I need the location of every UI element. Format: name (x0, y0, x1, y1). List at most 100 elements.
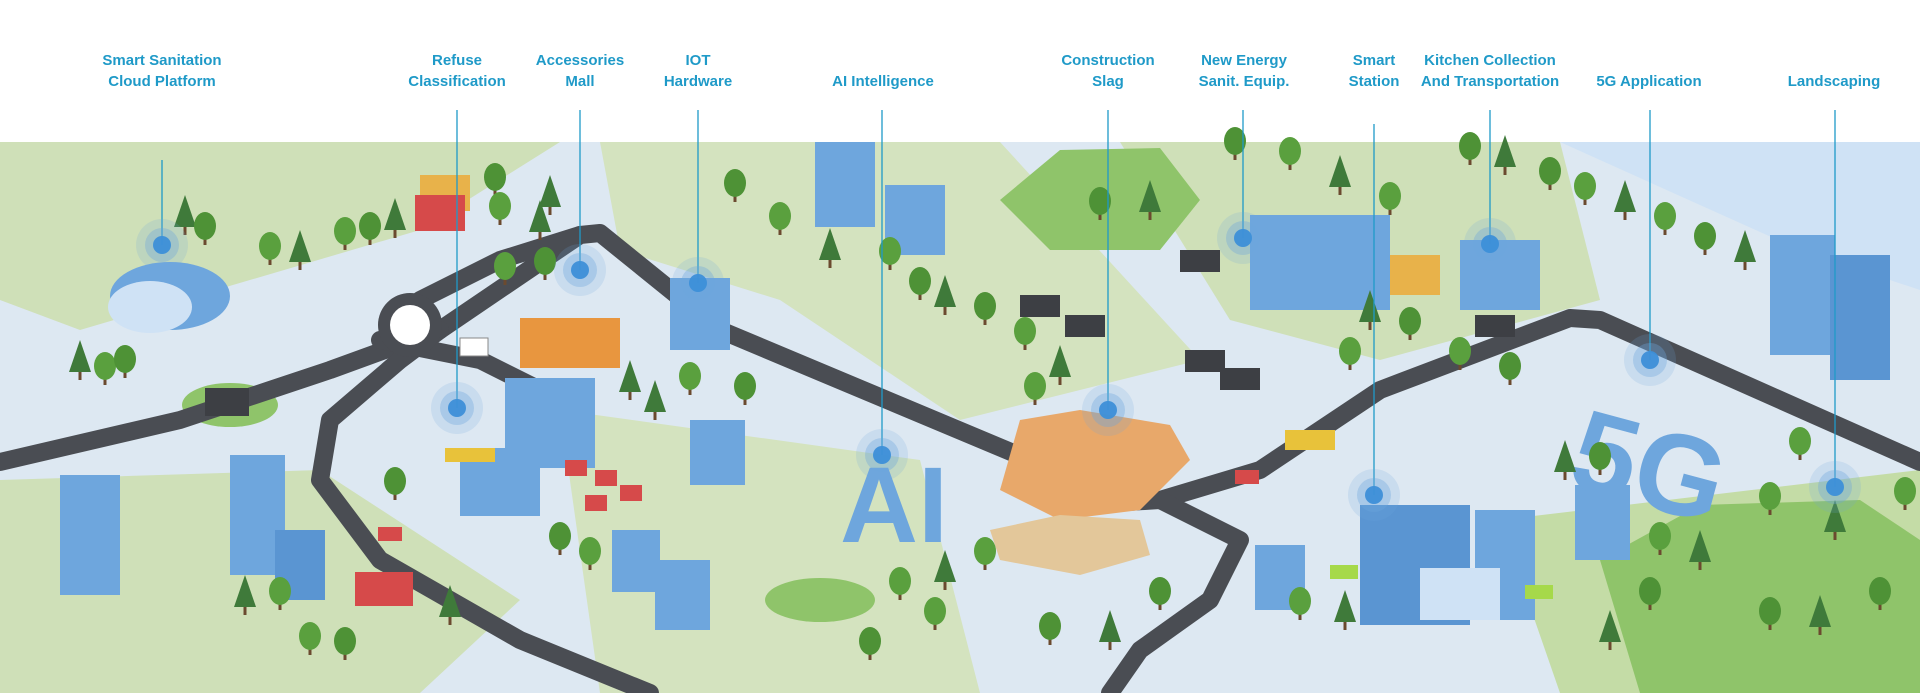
glow-marker (571, 261, 589, 279)
label-ai-intelligence: AI Intelligence (832, 73, 934, 90)
tree (1824, 500, 1846, 532)
tree-trunk (653, 410, 657, 420)
tree-trunk (243, 605, 247, 615)
tree (1224, 127, 1246, 155)
tree (934, 550, 956, 582)
tree (1574, 172, 1596, 200)
tree (859, 627, 881, 655)
tree (1099, 610, 1121, 642)
tree (1399, 307, 1421, 335)
building (655, 560, 710, 630)
tree (259, 232, 281, 260)
tree (1789, 427, 1811, 455)
tree (334, 217, 356, 245)
callout-markers (136, 110, 1861, 521)
sanitation-vehicle (1180, 250, 1220, 272)
bus (445, 448, 495, 462)
tree (494, 252, 516, 280)
tree (1759, 597, 1781, 625)
kitchen-collection-building (1460, 240, 1540, 310)
ai-sign: AI (840, 444, 948, 565)
tree (269, 577, 291, 605)
tree (734, 372, 756, 400)
glow-marker (873, 446, 891, 464)
building (690, 420, 745, 485)
tree-trunk (628, 390, 632, 400)
new-energy-depot (1250, 215, 1390, 310)
tree (539, 175, 561, 207)
tree (1449, 337, 1471, 365)
tree (1359, 290, 1381, 322)
tree (1289, 587, 1311, 615)
tree (1049, 345, 1071, 377)
tree (534, 247, 556, 275)
car (565, 460, 587, 476)
tree (439, 585, 461, 617)
tree-trunk (1743, 260, 1747, 270)
glow-marker (1826, 478, 1844, 496)
sanitation-vehicle (1475, 315, 1515, 337)
tree (489, 192, 511, 220)
label-5g-application: 5G Application (1596, 73, 1702, 90)
tree-trunk (538, 230, 542, 240)
tree (1599, 610, 1621, 642)
tree-trunk (78, 370, 82, 380)
tree (1149, 577, 1171, 605)
building (60, 475, 120, 595)
tree-trunk (1343, 620, 1347, 630)
buildings (60, 142, 1890, 630)
tree-trunk (298, 260, 302, 270)
car (595, 470, 617, 486)
glow-marker (1365, 486, 1383, 504)
charging-vehicle (1525, 585, 1553, 599)
grass-area-southwest (0, 470, 520, 693)
tree-trunk (943, 305, 947, 315)
tree (1614, 180, 1636, 212)
tree (1379, 182, 1401, 210)
tree-trunk (1623, 210, 1627, 220)
tree (359, 212, 381, 240)
tree (194, 212, 216, 240)
tree (934, 275, 956, 307)
tree (299, 622, 321, 650)
glow-marker (448, 399, 466, 417)
tree (1809, 595, 1831, 627)
glow-marker (689, 274, 707, 292)
tree-trunk (1698, 560, 1702, 570)
tree (114, 345, 136, 373)
tree-trunk (1058, 375, 1062, 385)
bus (1285, 430, 1335, 450)
tree (289, 230, 311, 262)
glow-marker (1234, 229, 1252, 247)
tree (769, 202, 791, 230)
tree-trunk (548, 205, 552, 215)
car (378, 527, 402, 541)
tree (974, 292, 996, 320)
tree (1589, 442, 1611, 470)
accessories-mall-building (520, 318, 620, 368)
tree-trunk (1818, 625, 1822, 635)
tree (1089, 187, 1111, 215)
tree (1494, 135, 1516, 167)
roundabout-center (390, 305, 430, 345)
tree-trunk (1833, 530, 1837, 540)
tree-trunk (393, 228, 397, 238)
tree (334, 627, 356, 655)
charging-vehicle (1330, 565, 1358, 579)
tree-trunk (1108, 640, 1112, 650)
tree (1649, 522, 1671, 550)
tree (484, 163, 506, 191)
vehicles (205, 250, 1553, 599)
tree (1024, 372, 1046, 400)
sanitation-vehicle (205, 388, 249, 416)
tree (1654, 202, 1676, 230)
tree (384, 467, 406, 495)
tree (1499, 352, 1521, 380)
glow-marker (1481, 235, 1499, 253)
trees (69, 127, 1916, 660)
small-lawn (765, 578, 875, 622)
car (585, 495, 607, 511)
